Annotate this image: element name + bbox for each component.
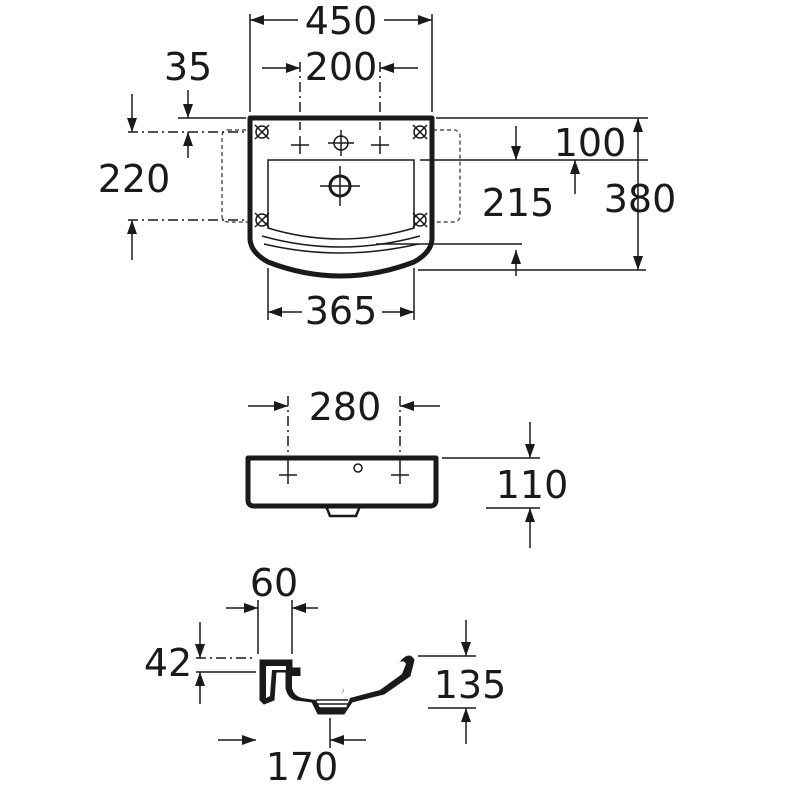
bowl-depth-label: 215 (482, 181, 555, 225)
wall-thickness-label: 60 (250, 561, 298, 605)
front-view: 280 110 (245, 385, 569, 548)
front-width-label: 365 (305, 289, 378, 333)
front-fixing-right (391, 466, 409, 484)
bowl-outline (267, 159, 415, 240)
tap-spacing-label: 200 (305, 45, 378, 89)
overall-width-label: 450 (305, 0, 378, 43)
fixing-point-bottom-right (412, 212, 428, 228)
waste-outlet (316, 699, 348, 709)
fixing-point-top-left (254, 124, 270, 140)
top-view: 450 200 35 220 100 (98, 0, 677, 333)
section-inner (266, 666, 286, 698)
waste-hole (320, 166, 360, 206)
tap-depth-label: 100 (554, 121, 627, 165)
rim-height-label: 42 (144, 641, 192, 685)
section-inner-2 (292, 661, 406, 708)
overall-depth-label: 380 (604, 177, 677, 221)
front-rim-line-2 (263, 243, 419, 254)
side-view: 60 42 135 170 (144, 561, 506, 789)
fixing-spacing-label: 280 (309, 385, 382, 429)
back-edge-offset-label: 35 (164, 45, 212, 89)
tap-hole-center (328, 130, 354, 156)
tap-hole-left-marker (291, 136, 309, 154)
fixing-point-bottom-left (254, 212, 270, 228)
front-rim-line (261, 235, 421, 248)
front-view-outline (245, 455, 439, 509)
fixing-point-top-right (412, 124, 428, 140)
front-height-label: 110 (496, 463, 569, 507)
waste-spigot (324, 505, 362, 518)
total-height-label: 135 (434, 663, 507, 707)
waste-offset-label: 170 (266, 745, 339, 789)
front-tap-hole (353, 463, 363, 473)
tap-hole-right-marker (371, 136, 389, 154)
bracket-spacing-label: 220 (98, 157, 171, 201)
front-fixing-left (279, 466, 297, 484)
